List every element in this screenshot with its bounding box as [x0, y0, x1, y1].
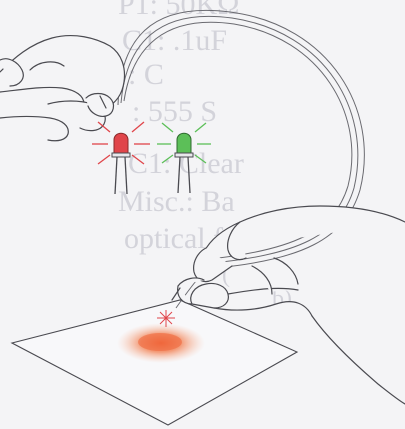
left-hand-icon: [0, 36, 124, 141]
green-led-icon: [157, 123, 211, 193]
red-led-icon: [92, 122, 150, 194]
optical-fiber-icon: [118, 10, 364, 308]
